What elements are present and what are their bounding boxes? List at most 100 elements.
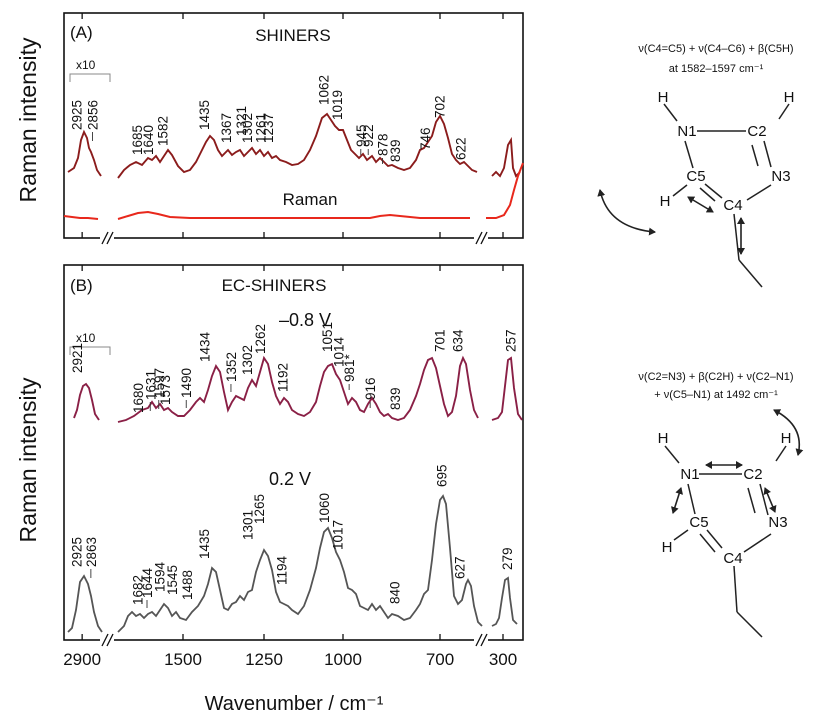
peak-label-minus-0-8v-1434: 1434	[197, 331, 212, 362]
peak-label-shiners-746: 746	[418, 127, 433, 150]
panel-b-label: (B)	[70, 276, 93, 295]
atom-label: H	[781, 430, 792, 447]
series-label-minus-0-8v: –0.8 V	[279, 310, 331, 330]
peak-label-shiners-1321: 1321	[234, 106, 249, 136]
panel-b-scale-note: x10	[76, 331, 96, 345]
series-line-0-2v	[67, 494, 518, 633]
atom-label: C4	[723, 550, 742, 567]
peak-label-minus-0-8v-1680: 1680	[131, 383, 146, 413]
atom-label: C2	[747, 123, 766, 140]
peak-label-shiners-702: 702	[432, 95, 447, 118]
peak-label-shiners-1302: 1302	[240, 113, 255, 143]
series-label-0-2v: 0.2 V	[269, 469, 311, 489]
peak-label-shiners-622: 622	[454, 137, 469, 160]
y-axis-label-a: Raman intensity	[15, 37, 41, 202]
series-line-shiners	[67, 112, 521, 179]
peak-label-0-2v-1060: 1060	[317, 493, 332, 523]
atom-label: H	[784, 89, 795, 106]
peak-label-minus-0-8v-981star: 981*	[342, 353, 357, 382]
peak-label-0-2v-1594: 1594	[153, 561, 168, 592]
peak-label-shiners-839: 839	[388, 139, 403, 162]
x-tick-label-2900: 2900	[63, 650, 101, 669]
top-molecule-caption-1: ν(C4=C5) + ν(C4–C6) + β(C5H)	[638, 43, 793, 55]
peak-label-minus-0-8v-1192: 1192	[275, 363, 290, 392]
peak-label-0-2v-1265: 1265	[252, 494, 267, 524]
peak-label-shiners-1640: 1640	[141, 125, 156, 155]
peak-label-minus-0-8v-701: 701	[433, 329, 448, 352]
imidazole-diagram-top: ν(C4=C5) + ν(C4–C6) + β(C5H) at 1582–159…	[597, 43, 795, 288]
panel-b-frame	[63, 264, 524, 641]
atom-label: N1	[680, 466, 699, 483]
y-axis-label-b: Raman intensity	[15, 377, 41, 542]
peak-label-0-2v-1644: 1644	[140, 567, 155, 598]
peak-label-0-2v-840: 840	[388, 581, 403, 604]
peak-label-minus-0-8v-1490: 1490	[179, 368, 194, 398]
peak-label-shiners-1237: 1237	[261, 113, 276, 143]
atom-label: H	[658, 89, 669, 106]
peak-label-0-2v-695: 695	[434, 464, 449, 487]
peak-label-shiners-1685: 1685	[130, 125, 145, 155]
peak-label-minus-0-8v-1051: 1051	[320, 322, 335, 352]
atom-label: H	[662, 539, 673, 556]
peak-label-shiners-1019: 1019	[330, 90, 345, 120]
atom-label: C5	[689, 514, 708, 531]
peak-label-0-2v-2863: 2863	[84, 537, 99, 567]
atom-label: N3	[771, 168, 790, 185]
peak-label-shiners-1435: 1435	[197, 100, 212, 130]
panel-b-scale-bracket: x10	[69, 331, 111, 355]
peak-label-shiners-1062: 1062	[316, 75, 331, 105]
x-tick-label-1250: 1250	[245, 650, 283, 669]
x-tick-label-300: 300	[489, 650, 517, 669]
peak-label-shiners-1582: 1582	[156, 116, 171, 146]
series-label-raman: Raman	[283, 190, 338, 209]
peak-label-minus-0-8v-839: 839	[388, 387, 403, 410]
peak-label-shiners-945: 945	[354, 124, 369, 147]
atom-label: C5	[686, 168, 705, 185]
peak-label-minus-0-8v-2921: 2921	[70, 343, 85, 373]
peak-label-0-2v-1682: 1682	[131, 575, 146, 605]
bottom-molecule-caption-2: + ν(C5–N1) at 1492 cm⁻¹	[654, 389, 778, 401]
panel-a-frame	[63, 12, 524, 239]
peak-label-minus-0-8v-1631: 1631	[143, 370, 158, 400]
peak-label-shiners-2925: 2925	[69, 100, 84, 130]
peak-label-0-2v-1488: 1488	[180, 570, 195, 600]
peak-label-shiners-922: 922	[361, 124, 376, 147]
peak-label-shiners-1367: 1367	[219, 113, 234, 143]
panel-a-title: SHINERS	[255, 26, 331, 45]
peak-label-minus-0-8v-634: 634	[450, 329, 465, 352]
peak-label-shiners-878: 878	[375, 133, 390, 156]
peak-label-0-2v-627: 627	[452, 556, 467, 579]
x-tick-label-1000: 1000	[324, 650, 362, 669]
peak-label-minus-0-8v-1014: 1014	[332, 336, 347, 367]
peak-label-minus-0-8v-1597: 1597	[152, 368, 167, 398]
peak-label-0-2v-279: 279	[500, 547, 515, 570]
peak-label-0-2v-1194: 1194	[275, 555, 290, 585]
peak-label-minus-0-8v-1573: 1573	[158, 375, 173, 405]
atom-label: H	[660, 193, 671, 210]
series-line-minus-0-8v	[73, 355, 523, 423]
atom-label: C2	[743, 466, 762, 483]
series-line-raman	[63, 162, 524, 220]
peak-label-minus-0-8v-257: 257	[504, 329, 519, 352]
x-axis-label: Wavenumber / cm⁻¹	[205, 693, 384, 715]
panel-b-title: EC-SHINERS	[222, 276, 327, 295]
top-molecule-caption-2: at 1582–1597 cm⁻¹	[669, 63, 764, 75]
atom-label: C4	[723, 197, 742, 214]
peak-label-0-2v-1301: 1301	[240, 510, 255, 540]
panel-b-axis-breaks	[100, 630, 488, 648]
peak-label-0-2v-1017: 1017	[331, 520, 346, 550]
panel-a-scale-note: x10	[76, 58, 96, 72]
peak-label-minus-0-8v-1262: 1262	[253, 324, 268, 354]
panel-a-label: (A)	[70, 23, 93, 42]
x-tick-label-700: 700	[426, 650, 454, 669]
atom-label: N1	[677, 123, 696, 140]
peak-label-minus-0-8v-1302: 1302	[240, 345, 255, 375]
peak-label-shiners-1261: 1261	[253, 113, 268, 143]
peak-label-minus-0-8v-1352: 1352	[224, 352, 239, 382]
imidazole-diagram-bottom: ν(C2=N3) + β(C2H) + ν(C2–N1) + ν(C5–N1) …	[638, 371, 804, 638]
peak-label-0-2v-2925: 2925	[69, 537, 84, 567]
